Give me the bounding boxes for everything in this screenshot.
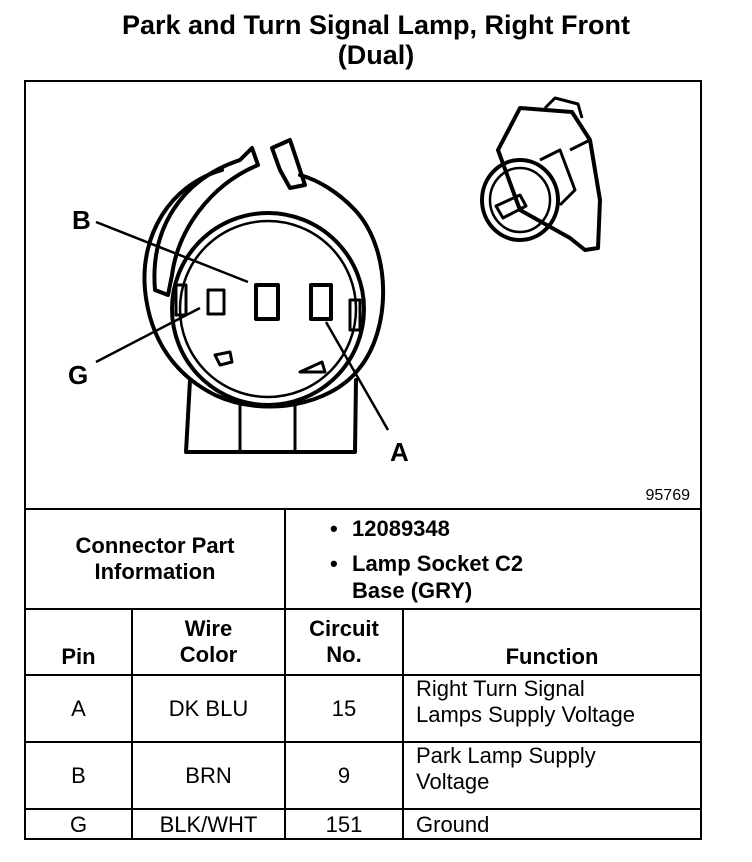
row-a-circuit: 15: [331, 695, 357, 721]
divider: [24, 608, 702, 610]
connector-diagram: B G A 95769: [68, 96, 691, 504]
connector-base-block: [184, 378, 358, 454]
row-a-wire: DK BLU: [168, 695, 249, 721]
header-wire-line2: Color: [179, 642, 238, 667]
row-g-circuit: 151: [325, 812, 363, 837]
header-wire-color: Wire Color: [133, 610, 284, 674]
header-circuit-line1: Circuit: [309, 616, 379, 641]
part-number-text: 12089348: [352, 516, 450, 541]
connector-housing-outline: [142, 168, 386, 409]
divider: [284, 508, 286, 840]
terminal-a: [309, 283, 333, 321]
latch-arm: [152, 146, 260, 297]
divider: [24, 808, 702, 810]
row-b-function: Park Lamp Supply Voltage: [404, 743, 700, 808]
divider: [402, 608, 404, 840]
row-a-pin: A: [71, 695, 86, 721]
connector-info-label: Connector Part Information: [26, 510, 284, 608]
header-circuit-no: Circuit No.: [286, 610, 402, 674]
connector-iso-view: [480, 96, 602, 252]
row-a-function-line1: Right Turn Signal: [416, 676, 585, 701]
header-function: Function: [505, 644, 599, 669]
figure-number: 95769: [646, 487, 691, 504]
header-pin: Pin: [61, 644, 96, 669]
leader-line-b: [95, 220, 249, 284]
part-description-line1: Lamp Socket C2: [352, 551, 524, 576]
row-b-wire: BRN: [185, 762, 232, 788]
part-number: • 12089348: [330, 515, 450, 542]
connector-info-label-line1: Connector Part: [75, 533, 235, 558]
connector-info-label-line2: Information: [94, 559, 216, 584]
row-a-function: Right Turn Signal Lamps Supply Voltage: [404, 676, 700, 741]
part-description-line2: Base (GRY): [352, 578, 473, 603]
page-title: Park and Turn Signal Lamp, Right Front: [121, 10, 631, 40]
row-b-function-line1: Park Lamp Supply: [416, 743, 596, 768]
divider: [131, 608, 133, 840]
terminal-g: [206, 288, 226, 316]
row-b-function-line2: Voltage: [416, 769, 490, 794]
bullet: •: [330, 551, 338, 576]
leader-line-g: [95, 306, 201, 364]
page-subtitle: (Dual): [337, 40, 415, 70]
row-g-function: Ground: [416, 812, 490, 837]
header-circuit-line2: No.: [326, 642, 362, 667]
divider: [24, 508, 702, 510]
divider: [24, 674, 702, 676]
bullet: •: [330, 516, 338, 541]
row-b-pin: B: [71, 762, 86, 788]
terminal-b: [254, 283, 280, 321]
row-b-circuit: 9: [337, 762, 351, 788]
row-g-wire: BLK/WHT: [159, 812, 258, 837]
socket-ring: [170, 211, 366, 407]
pin-label-b: B: [72, 205, 91, 235]
row-g-pin: G: [69, 812, 88, 837]
part-description: • Lamp Socket C2 Base (GRY): [330, 550, 524, 604]
connector-frame: [24, 80, 702, 840]
pin-label-g: G: [68, 360, 88, 390]
divider: [24, 741, 702, 743]
leader-line-a: [324, 321, 390, 431]
top-tab: [270, 138, 307, 190]
header-wire-line1: Wire: [184, 616, 233, 641]
pin-label-a: A: [390, 437, 409, 467]
row-a-function-line2: Lamps Supply Voltage: [416, 702, 635, 727]
